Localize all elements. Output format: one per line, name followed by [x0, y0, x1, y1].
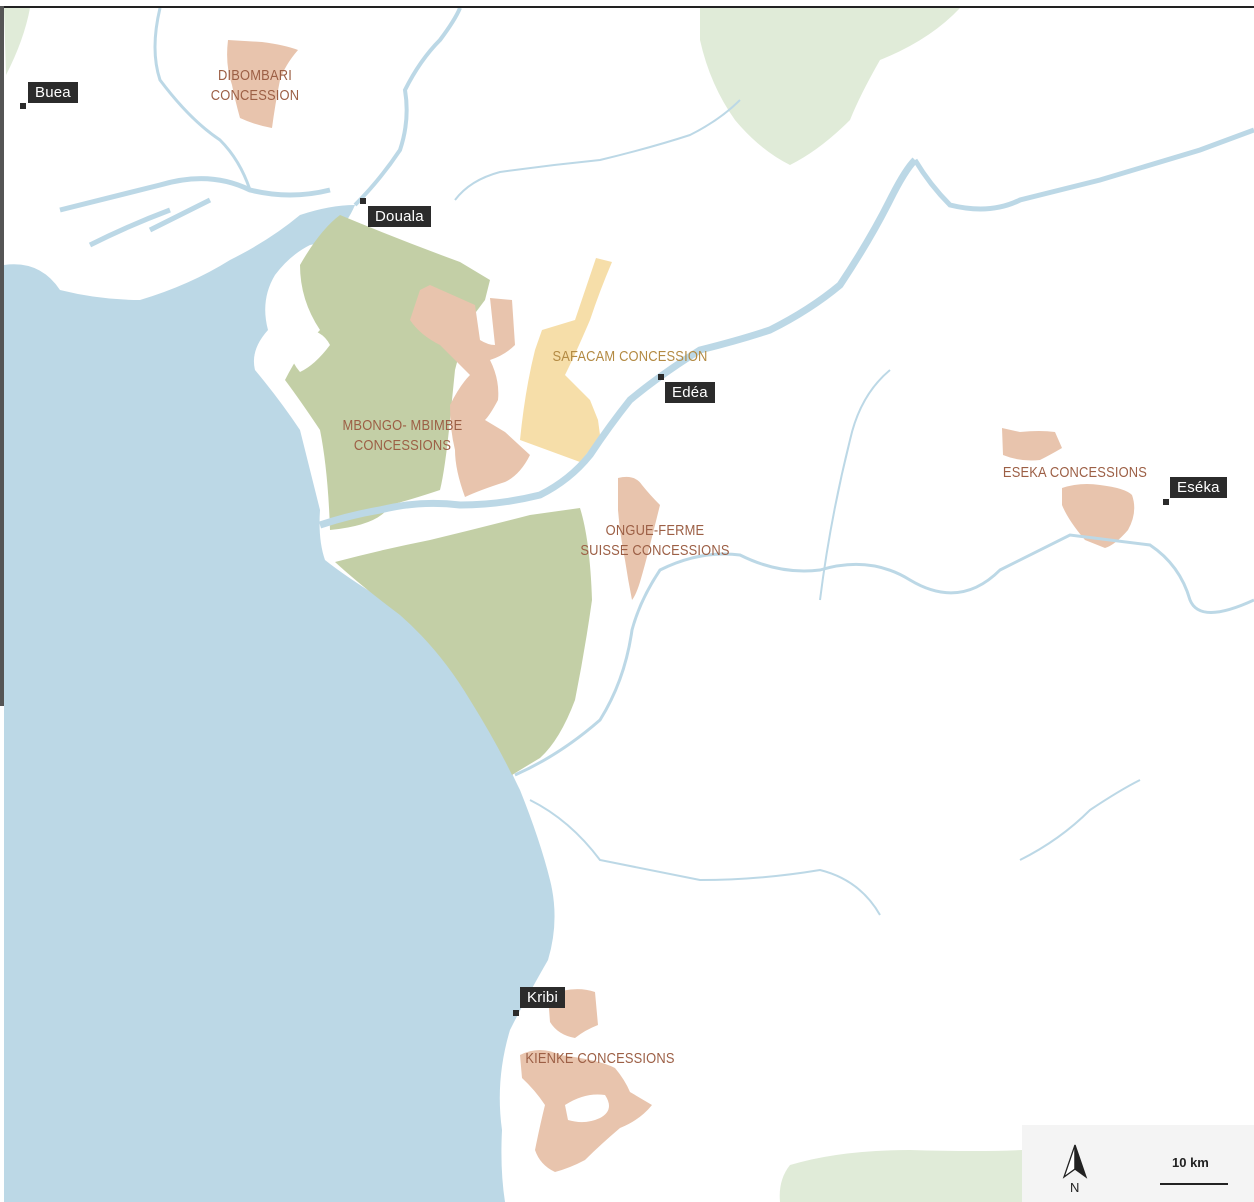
mungo-river [153, 7, 252, 191]
city-label-kribi[interactable]: Kribi [520, 987, 566, 1008]
scale-label: 10 km [1172, 1155, 1209, 1170]
forest-area-north [700, 8, 960, 165]
lokoundje-river [529, 799, 881, 916]
concession-label-ongue-ferme: ONGUE-FERME SUISSE CONCESSIONS [578, 521, 733, 561]
city-marker-eseka [1163, 499, 1169, 505]
city-label-douala[interactable]: Douala [368, 206, 431, 227]
city-label-edea[interactable]: Edéa [665, 382, 715, 403]
concession-label-text: ESEKA CONCESSIONS [1002, 464, 1148, 481]
concession-label-text: SAFACAM CONCESSION [552, 348, 708, 365]
city-label-eseka[interactable]: Eséka [1170, 477, 1227, 498]
sanaga-upper [912, 127, 1254, 212]
concession-ongue-ferme [618, 476, 660, 600]
map-frame-left [0, 6, 4, 706]
concession-label-safacam: SAFACAM CONCESSION [548, 347, 711, 367]
protected-area-mbongo [285, 215, 490, 530]
sanaga-river [318, 157, 918, 529]
north-label: N [1070, 1180, 1080, 1195]
city-marker-edea [658, 374, 664, 380]
map-legend [1022, 1125, 1254, 1202]
concession-label-text: MBONGO- MBIMBE CONCESSIONS [342, 417, 463, 454]
north-arrow-icon [1062, 1144, 1088, 1179]
concession-label-kienke: KIENKE CONCESSIONS [523, 1049, 678, 1069]
concession-label-mbongo: MBONGO- MBIMBE CONCESSIONS [336, 416, 469, 456]
wouri-estuary [59, 176, 331, 248]
scale-bar [1160, 1183, 1228, 1185]
map-frame-top [0, 6, 1254, 8]
city-marker-kribi [513, 1010, 519, 1016]
tributary-south-east [1019, 779, 1141, 861]
concession-label-text: KIENKE CONCESSIONS [525, 1050, 675, 1067]
concession-label-text: DIBOMBARI CONCESSION [210, 67, 300, 104]
concession-safacam [520, 258, 612, 462]
concession-dibombari [227, 40, 298, 128]
concession-label-dibombari: DIBOMBARI CONCESSION [208, 66, 303, 106]
island [288, 329, 330, 372]
concession-eseka-south [1062, 484, 1135, 548]
city-label-buea[interactable]: Buea [28, 82, 78, 103]
city-marker-douala [360, 198, 366, 204]
forest-area-south [779, 1150, 1022, 1202]
atlantic-ocean [4, 205, 555, 1202]
tributary-east [819, 369, 891, 601]
nyong-river [514, 533, 1254, 777]
concession-mbongo [410, 285, 530, 497]
tributary-north [454, 99, 741, 201]
concession-label-eseka: ESEKA CONCESSIONS [1002, 463, 1148, 483]
concession-label-text: ONGUE-FERME SUISSE CONCESSIONS [580, 522, 730, 559]
forest-area-nw [4, 8, 30, 75]
concession-eseka-north [1002, 428, 1062, 461]
city-marker-buea [20, 103, 26, 109]
concession-kienke-south [520, 1050, 652, 1172]
protected-area-douala-edea [335, 508, 592, 775]
wouri-river [353, 7, 462, 207]
